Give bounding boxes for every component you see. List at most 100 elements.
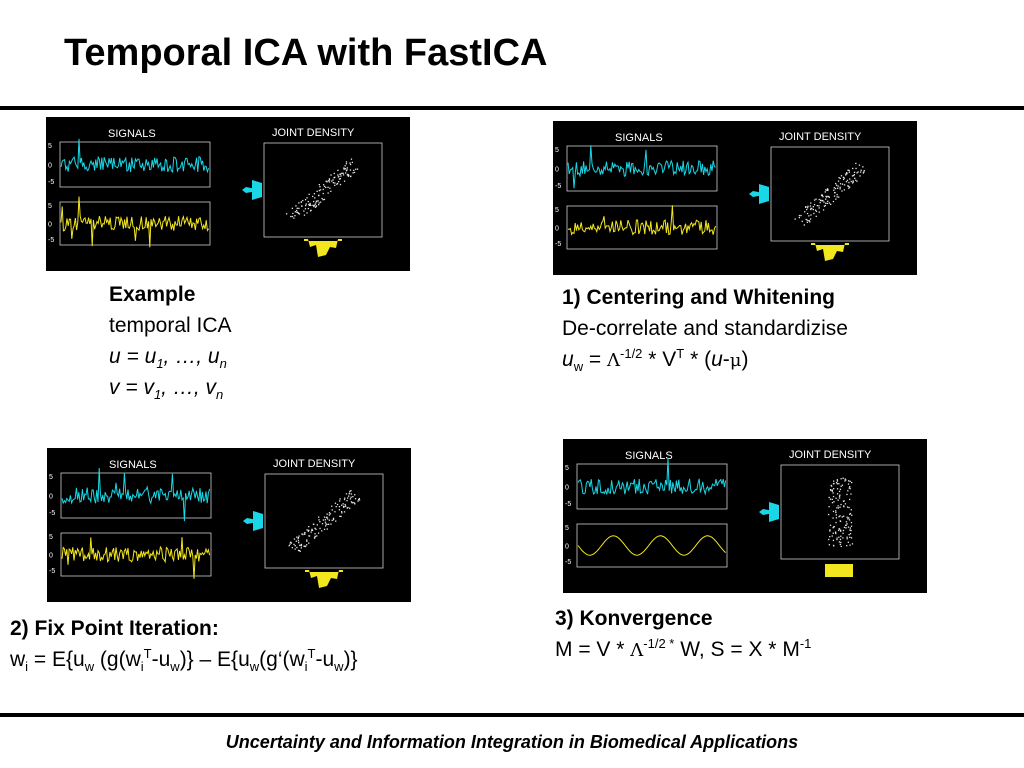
density-point (353, 502, 356, 504)
density-point (319, 201, 322, 203)
density-point (836, 483, 838, 485)
slide-footer: Uncertainty and Information Integration … (225, 732, 799, 752)
density-point (820, 194, 823, 197)
density-point (838, 490, 841, 493)
density-point (342, 505, 345, 507)
density-point (794, 218, 796, 220)
density-point (848, 534, 850, 536)
density-point (850, 180, 852, 183)
density-point (833, 501, 835, 503)
density-point (343, 167, 345, 169)
density-point (334, 502, 337, 504)
density-point (298, 202, 300, 204)
density-point (323, 516, 326, 518)
density-point (842, 176, 845, 178)
axis-tick: 0 (555, 226, 559, 233)
signal-trace (577, 535, 726, 556)
density-point (839, 183, 842, 185)
density-point (852, 167, 854, 170)
density-point (852, 174, 855, 177)
axis-tick: 5 (48, 143, 52, 150)
density-point (322, 519, 324, 521)
density-point (846, 545, 848, 547)
density-point (835, 482, 838, 484)
density-point (827, 195, 829, 198)
density-point (838, 495, 841, 497)
density-point (838, 536, 840, 538)
density-point (843, 177, 845, 179)
density-point (300, 545, 302, 547)
axis-tick: -5 (48, 237, 54, 244)
density-point (334, 182, 336, 184)
density-point (849, 527, 851, 529)
density-point (313, 537, 316, 539)
density-point (316, 535, 318, 537)
density-point (343, 506, 345, 508)
density-point (808, 215, 810, 217)
density-point (806, 208, 808, 211)
density-point (339, 178, 341, 180)
density-point (290, 215, 292, 218)
density-point (304, 208, 307, 210)
density-point (325, 186, 327, 189)
density-point (830, 489, 832, 492)
density-point (840, 503, 842, 506)
density-point (344, 497, 346, 499)
axis-tick: -5 (555, 241, 561, 248)
density-point (307, 530, 309, 532)
density-point (312, 523, 315, 525)
density-point (351, 161, 353, 164)
density-point (303, 532, 306, 534)
density-point (304, 533, 306, 535)
density-point (843, 184, 846, 186)
density-point (841, 190, 843, 192)
axis-tick: 0 (48, 222, 52, 229)
density-point (851, 182, 854, 184)
density-point (313, 205, 315, 208)
density-box (264, 473, 384, 569)
density-point (353, 171, 356, 174)
density-point (351, 502, 353, 504)
axis-tick: -5 (555, 183, 561, 190)
density-point (843, 505, 845, 507)
density-point (841, 484, 844, 486)
density-point (347, 497, 349, 499)
density-point (838, 528, 840, 530)
density-point (291, 215, 294, 218)
density-point (798, 214, 801, 217)
density-point (316, 200, 318, 202)
density-point (315, 528, 317, 530)
density-point (825, 198, 827, 200)
density-point (340, 515, 342, 518)
density-point (303, 214, 306, 216)
density-point (846, 173, 848, 175)
density-point (298, 207, 300, 209)
density-point (357, 500, 359, 502)
density-point (336, 182, 339, 185)
axis-tick: 5 (565, 465, 569, 472)
density-point (334, 184, 336, 186)
density-point (848, 519, 851, 521)
density-point (349, 490, 351, 492)
density-point (839, 188, 841, 190)
density-point (327, 192, 329, 194)
density-point (306, 544, 308, 546)
example-u-formula: u = u1, …, un (109, 345, 227, 372)
density-point (809, 218, 812, 220)
density-point (322, 199, 324, 201)
density-point (296, 546, 298, 549)
density-point (338, 506, 341, 508)
density-point (845, 524, 847, 526)
density-point (323, 528, 326, 530)
density-point (341, 172, 343, 174)
bottom-divider (0, 713, 1024, 717)
density-point (825, 195, 827, 197)
density-point (329, 513, 332, 515)
density-point (322, 192, 324, 195)
step1-caption: 1) Centering and Whitening De-correlate … (562, 282, 848, 376)
density-point (325, 525, 327, 527)
density-point (342, 174, 345, 176)
density-point (344, 168, 347, 170)
density-point (827, 200, 829, 202)
density-point (330, 174, 332, 176)
